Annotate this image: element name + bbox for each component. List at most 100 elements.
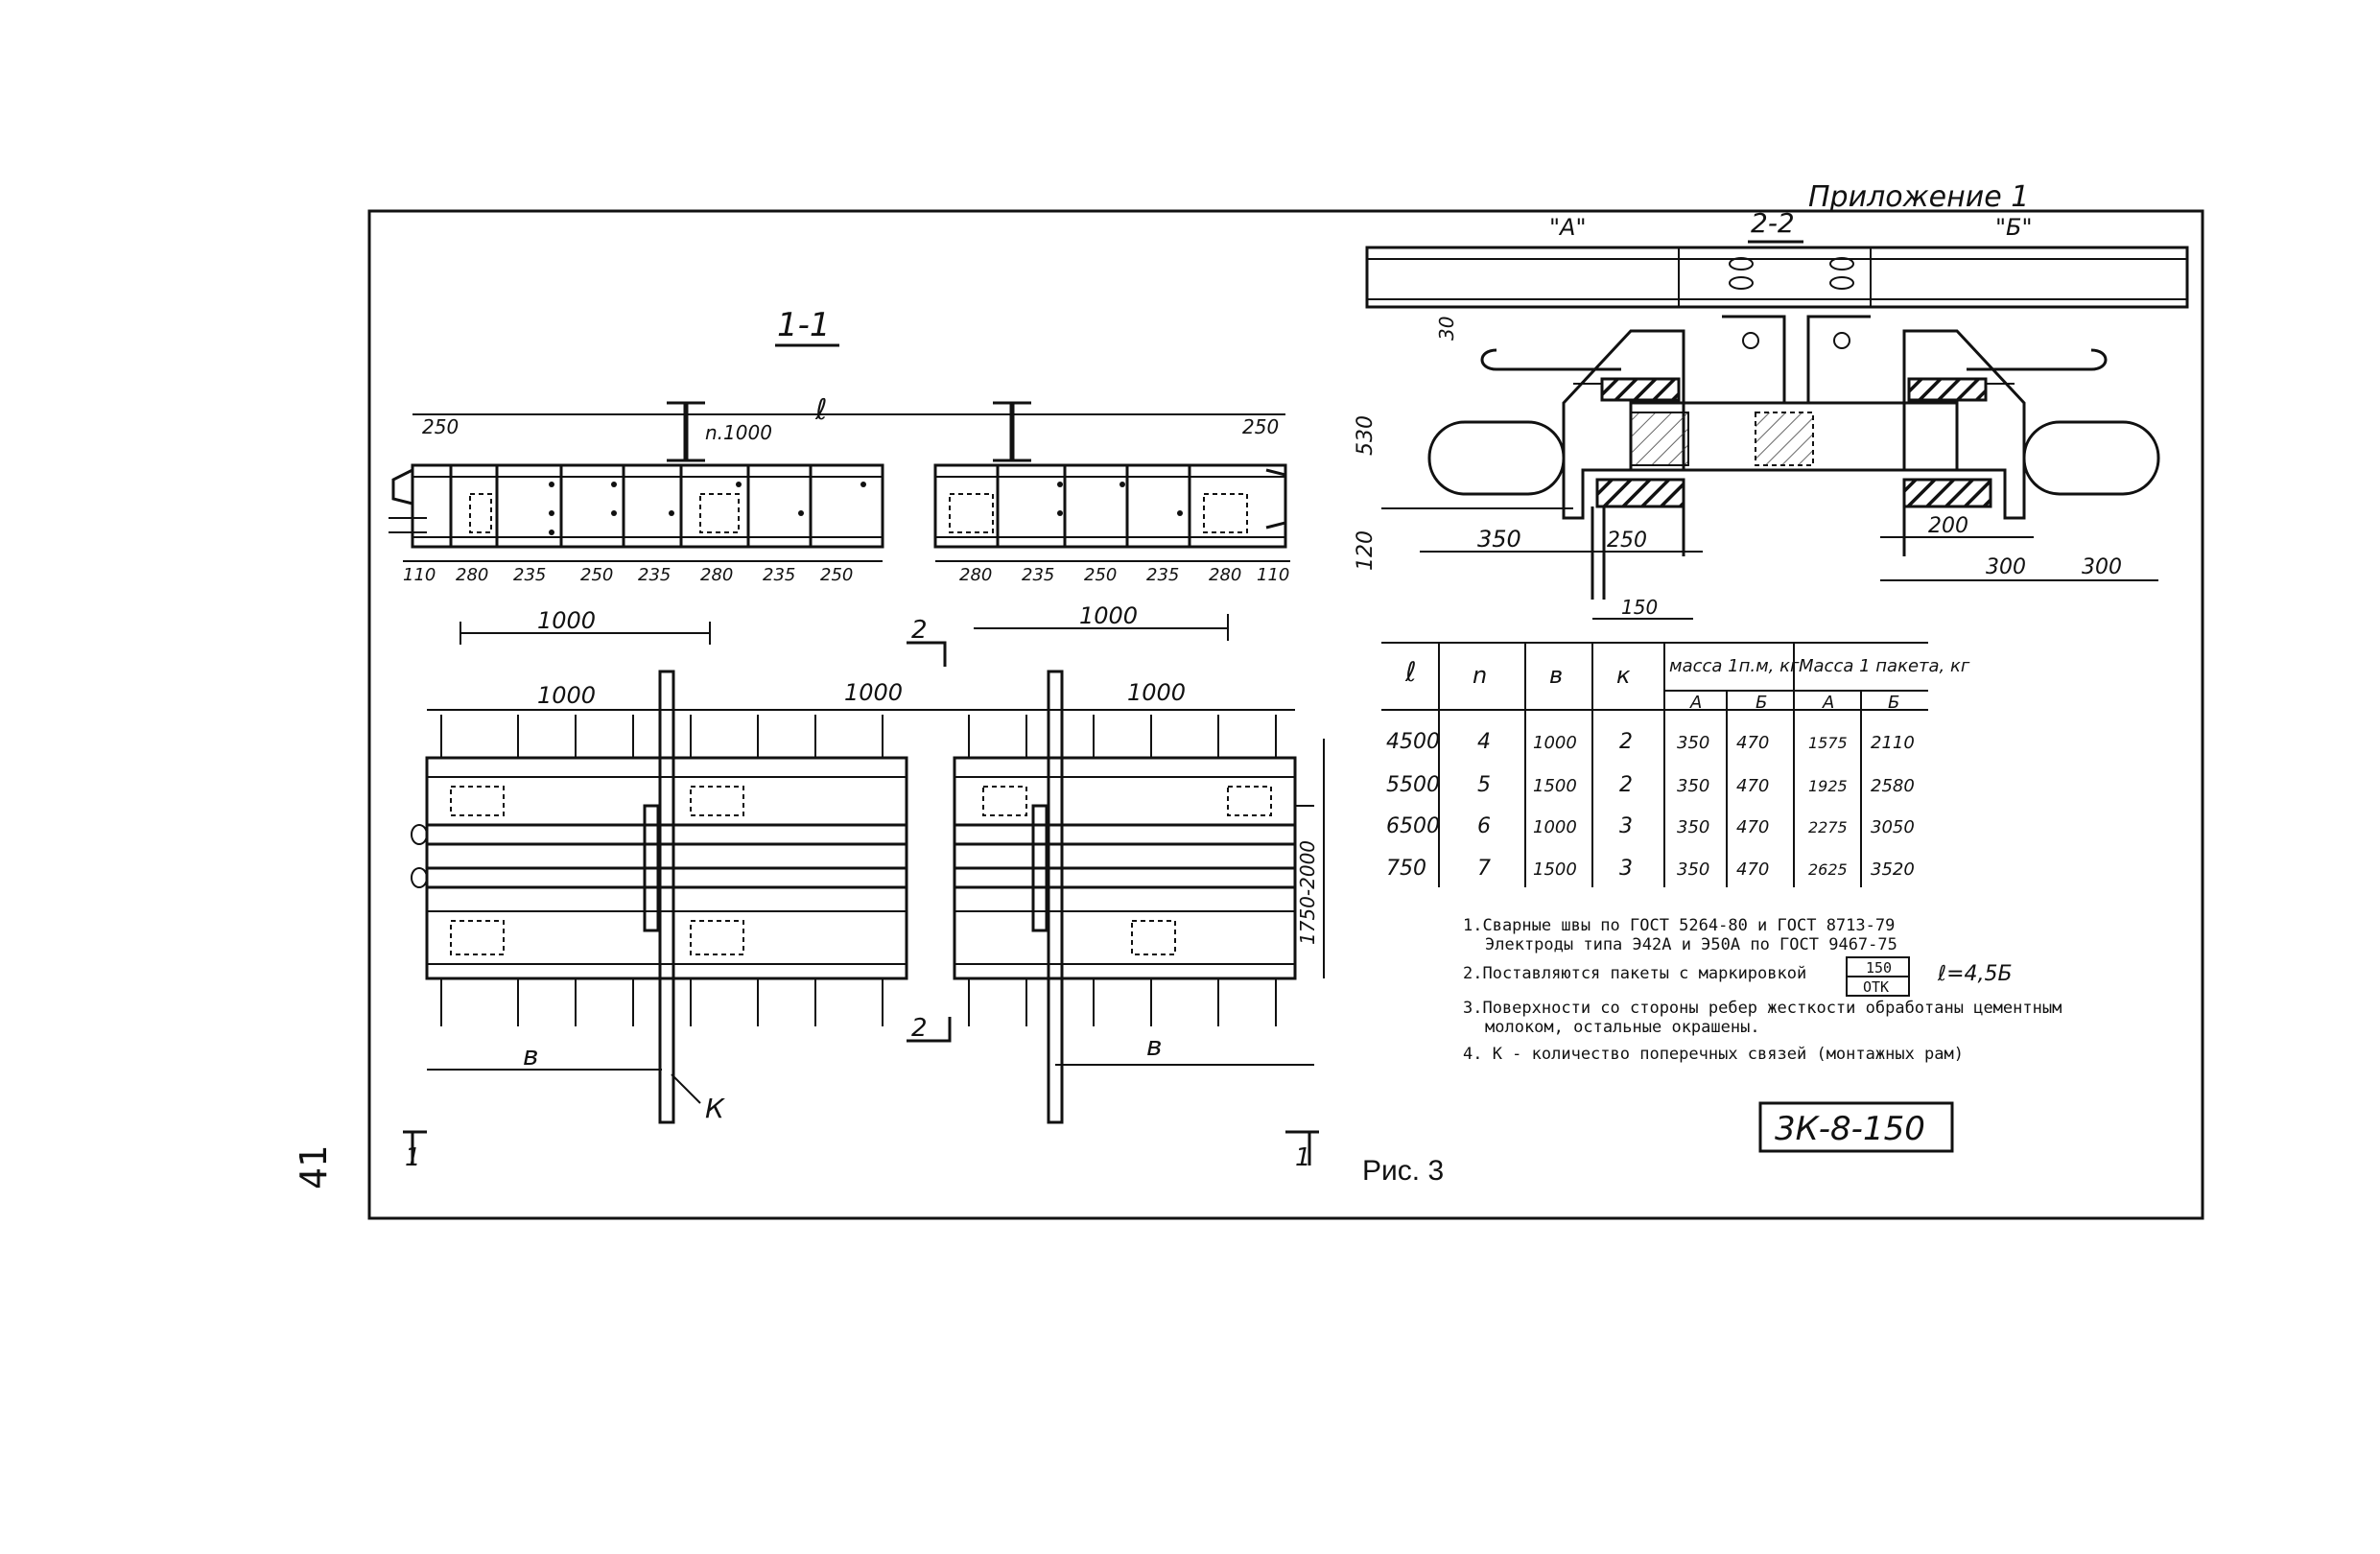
th-mass-pkg: Масса 1 пакета, кг bbox=[1799, 656, 1970, 676]
dim-bottom-l5: 280 bbox=[700, 565, 733, 585]
cell: 1500 bbox=[1533, 776, 1577, 796]
label-a: "А" bbox=[1549, 214, 1587, 241]
dim-bottom-l6: 235 bbox=[763, 565, 795, 585]
b-right: в bbox=[1146, 1030, 1163, 1062]
dim-bottom-l1: 280 bbox=[456, 565, 488, 585]
cell: 350 bbox=[1677, 776, 1709, 796]
note-3b: молоком, остальные окрашены. bbox=[1485, 1018, 1760, 1037]
dim-530: 530 bbox=[1354, 415, 1378, 456]
th-l: ℓ bbox=[1404, 656, 1417, 688]
cell: 470 bbox=[1736, 817, 1769, 837]
dim-span-l: ℓ bbox=[814, 393, 827, 427]
cell: 4 bbox=[1477, 730, 1491, 754]
cell: 2580 bbox=[1871, 776, 1915, 796]
cell: 1925 bbox=[1808, 777, 1848, 795]
dim-bottom-r3: 235 bbox=[1146, 565, 1179, 585]
cell: 1575 bbox=[1808, 734, 1848, 752]
cell: 3 bbox=[1619, 814, 1633, 838]
k-label: К bbox=[705, 1093, 725, 1124]
dim-250-left: 250 bbox=[422, 415, 459, 438]
table-row: 4500 4 1000 2 350 470 1575 2110 bbox=[1386, 730, 1915, 754]
cell: 1000 bbox=[1533, 733, 1577, 753]
cell: 6 bbox=[1477, 814, 1491, 838]
note-4: 4. К - количество поперечных связей (мон… bbox=[1463, 1045, 1964, 1064]
cell: 2625 bbox=[1808, 860, 1848, 879]
cell: 5500 bbox=[1386, 773, 1440, 797]
sheet-frame bbox=[367, 209, 2204, 1220]
label-b: "Б" bbox=[1995, 214, 2033, 241]
th-sub-b2: Б bbox=[1888, 693, 1899, 713]
appendix-label: Приложение 1 bbox=[1808, 180, 2029, 214]
plan-dim-2: 1000 bbox=[844, 679, 903, 706]
dim-bottom-r1: 235 bbox=[1022, 565, 1054, 585]
dim-bottom-r5: 110 bbox=[1257, 565, 1289, 585]
section-2-2-title: 2-2 bbox=[1751, 207, 1795, 239]
dim-250: 250 bbox=[1607, 529, 1647, 553]
plan-dim-1: 1000 bbox=[537, 682, 596, 709]
th-sub-b1: Б bbox=[1756, 693, 1767, 713]
th-mass-1m: масса 1п.м, кг bbox=[1669, 656, 1800, 676]
cell: 4500 bbox=[1386, 730, 1440, 754]
notes: 1.Сварные швы по ГОСТ 5264-80 и ГОСТ 871… bbox=[1463, 916, 2062, 1064]
plan-view: 1000 1000 1000 bbox=[403, 616, 1325, 1172]
dim-120: 120 bbox=[1354, 530, 1378, 571]
dim-bottom-r4: 280 bbox=[1209, 565, 1241, 585]
th-sub-a1: А bbox=[1689, 693, 1702, 713]
cell: 1000 bbox=[1533, 817, 1577, 837]
table-row: 5500 5 1500 2 350 470 1925 2580 bbox=[1386, 773, 1915, 797]
cell: 6500 bbox=[1386, 814, 1440, 838]
i-beam-left bbox=[667, 401, 705, 462]
cell: 2 bbox=[1619, 773, 1633, 797]
dim-bottom-l4: 235 bbox=[638, 565, 671, 585]
table-row: 6500 6 1000 3 350 470 2275 3050 bbox=[1386, 814, 1915, 838]
dim-bottom-l3: 250 bbox=[580, 565, 613, 585]
cell: 7 bbox=[1477, 857, 1491, 881]
section-panel-right bbox=[933, 463, 1287, 549]
th-sub-a2: А bbox=[1822, 693, 1834, 713]
dim-bottom-l0: 110 bbox=[403, 565, 436, 585]
th-b: в bbox=[1549, 662, 1563, 689]
th-k: к bbox=[1616, 662, 1631, 689]
dim-n1000: n.1000 bbox=[705, 421, 772, 444]
cell: 350 bbox=[1677, 733, 1709, 753]
marking-top: 150 bbox=[1866, 959, 1892, 977]
pitch-right: 1000 bbox=[1079, 602, 1138, 629]
marking-length: ℓ=4,5Б bbox=[1937, 962, 2013, 986]
cell: 2275 bbox=[1808, 818, 1848, 836]
plan-dim-3: 1000 bbox=[1127, 679, 1186, 706]
cell: 350 bbox=[1677, 817, 1709, 837]
section-2-2: "А" 2-2 "Б" bbox=[1354, 207, 2189, 620]
dim-bottom-r0: 280 bbox=[959, 565, 992, 585]
cross-tie-left bbox=[658, 670, 675, 1124]
stamp-code: 3К-8-150 bbox=[1775, 1110, 1925, 1148]
section-mark-right: 1 bbox=[1295, 1143, 1311, 1172]
cell: 470 bbox=[1736, 733, 1769, 753]
dim-bottom-l7: 250 bbox=[820, 565, 853, 585]
pitch-left: 1000 bbox=[537, 607, 596, 634]
dim-300b: 300 bbox=[2082, 555, 2122, 579]
cell: 750 bbox=[1386, 857, 1426, 881]
note-1a: 1.Сварные швы по ГОСТ 5264-80 и ГОСТ 871… bbox=[1463, 916, 1895, 935]
figure-caption: Рис. 3 bbox=[1362, 1155, 1444, 1187]
cell: 2110 bbox=[1871, 733, 1915, 753]
dim-150: 150 bbox=[1621, 596, 1658, 619]
note-3a: 3.Поверхности со стороны ребер жесткости… bbox=[1463, 999, 2062, 1018]
cell: 350 bbox=[1677, 859, 1709, 880]
plan-width: 1750-2000 bbox=[1296, 840, 1319, 945]
note-2: 2.Поставляются пакеты с маркировкой bbox=[1463, 964, 1806, 983]
cross-tie-right bbox=[1047, 670, 1064, 1124]
section-panel-left bbox=[389, 463, 884, 549]
note-1b: Электроды типа Э42А и Э50А по ГОСТ 9467-… bbox=[1485, 935, 1897, 954]
cell: 3 bbox=[1619, 857, 1633, 881]
dim-250-right: 250 bbox=[1242, 415, 1279, 438]
dim-bottom-l2: 235 bbox=[513, 565, 546, 585]
page-number: 41 bbox=[293, 1145, 335, 1189]
cell: 470 bbox=[1736, 859, 1769, 880]
cell: 2 bbox=[1619, 730, 1633, 754]
cell: 5 bbox=[1477, 773, 1491, 797]
stamp-box bbox=[1758, 1101, 1954, 1153]
b-left: в bbox=[523, 1040, 539, 1071]
cell: 3520 bbox=[1871, 859, 1915, 880]
i-beam-right bbox=[993, 401, 1031, 462]
